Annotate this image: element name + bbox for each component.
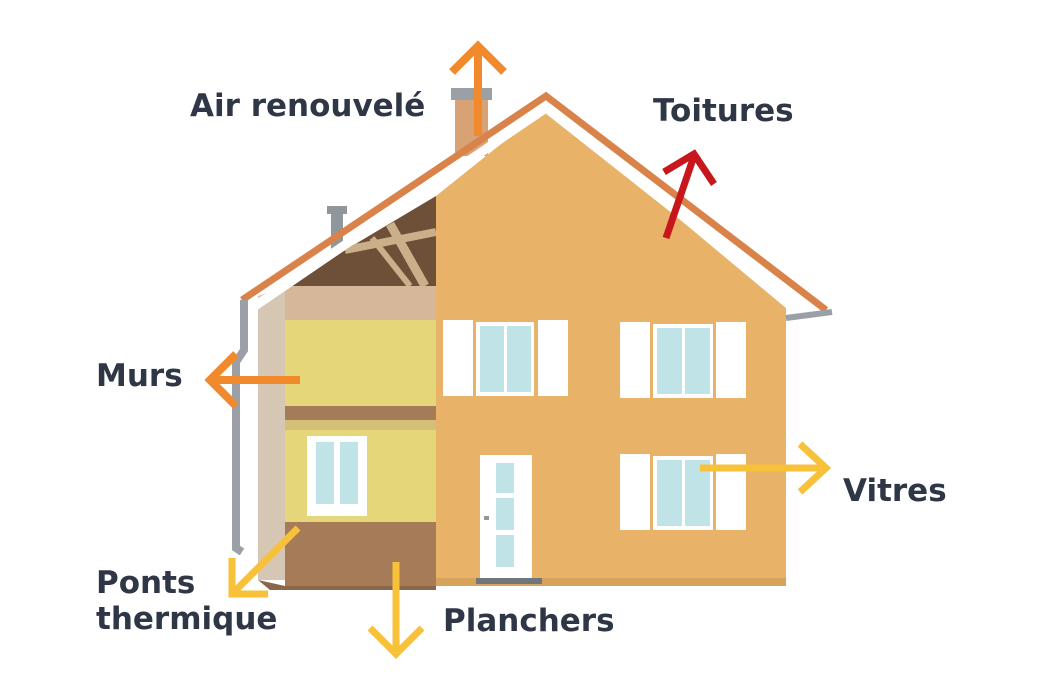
arrow-down-icon	[367, 562, 425, 659]
cutaway-section	[258, 196, 437, 590]
label-vitres: Vitres	[843, 473, 947, 509]
window-upper-left	[443, 320, 568, 396]
arrow-right-icon	[700, 441, 832, 495]
arrow-up-right-icon	[662, 149, 717, 240]
front-door	[476, 455, 542, 584]
label-toitures: Toitures	[653, 93, 794, 129]
label-ponts-line2: thermique	[96, 600, 278, 637]
arrow-down-left-icon	[228, 525, 301, 598]
label-ponts-thermique: Ponts thermique	[96, 565, 278, 637]
arrow-left-icon	[204, 351, 300, 409]
gutter-left	[232, 300, 248, 556]
gutter-right	[785, 309, 833, 321]
roof	[240, 91, 829, 322]
window-upper-right	[620, 322, 746, 398]
label-ponts-line1: Ponts	[96, 565, 196, 601]
label-murs: Murs	[96, 358, 183, 394]
label-air-renouvele: Air renouvelé	[190, 88, 426, 124]
arrow-up-icon	[449, 40, 507, 136]
label-planchers: Planchers	[443, 603, 615, 639]
